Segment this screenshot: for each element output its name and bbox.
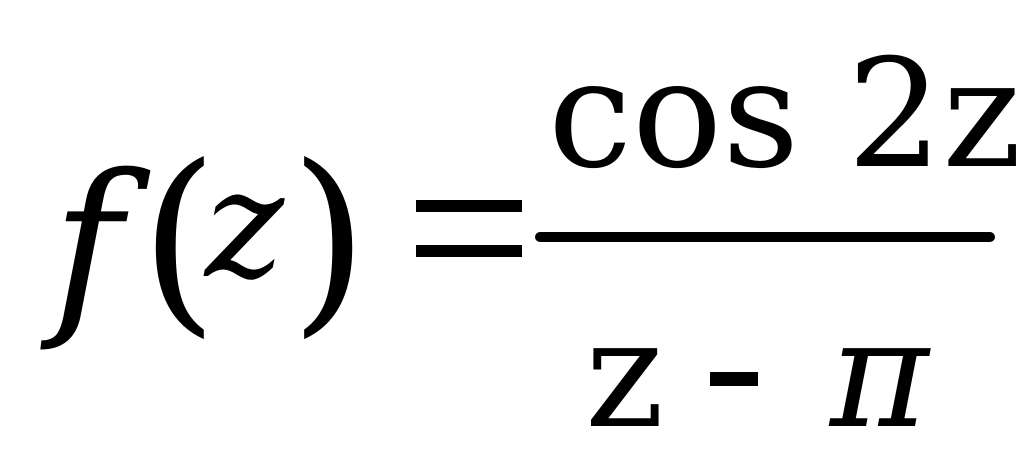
equals-bar-top: [416, 200, 522, 212]
denominator-variable: z: [585, 288, 665, 462]
fraction-numerator: cos 2z: [548, 28, 1022, 202]
equals-bar-bottom: [416, 245, 522, 257]
fraction-bar: [535, 232, 995, 242]
function-name: f: [52, 134, 123, 355]
pi-symbol: π: [830, 288, 929, 462]
close-parenthesis: ): [290, 123, 369, 356]
open-parenthesis: (: [140, 123, 219, 356]
function-variable: z: [205, 138, 285, 312]
minus-sign: [710, 372, 758, 386]
